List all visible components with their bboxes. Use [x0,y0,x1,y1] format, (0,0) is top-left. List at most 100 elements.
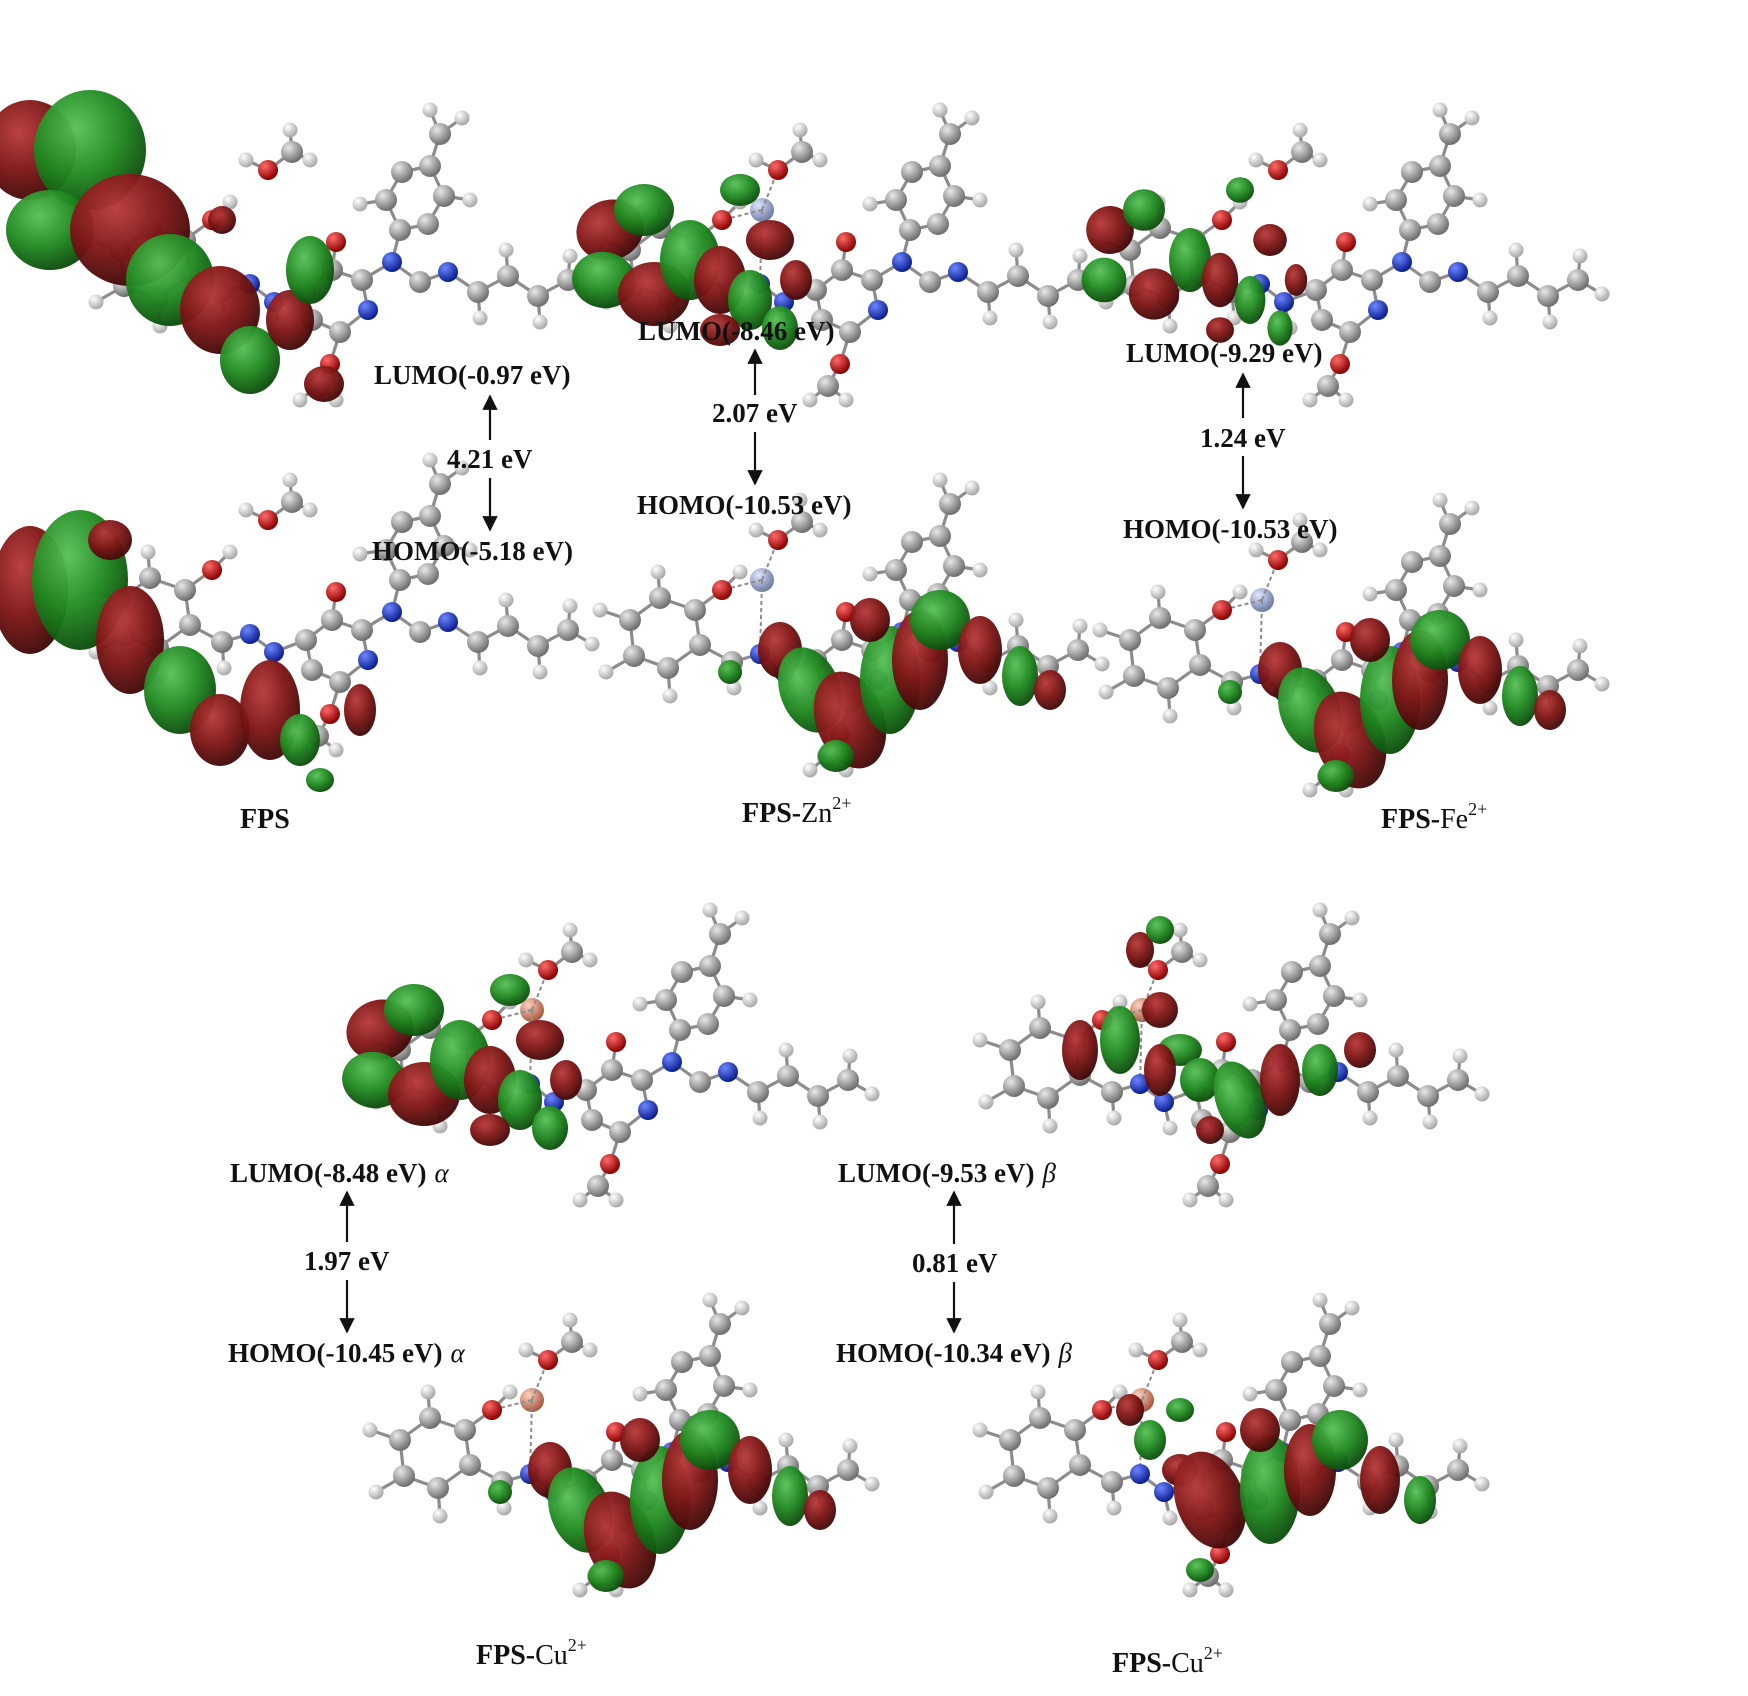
nitrogen-atom [382,602,402,622]
hydrogen-atom [1092,622,1108,638]
oxygen-atom [538,1350,558,1370]
orbital-lobe-negative [1086,206,1134,254]
hydrogen-atom [734,910,750,926]
orbital-lobe-negative [304,366,344,402]
lumo-label-fps-cu-alpha: LUMO(-8.48 eV)α [230,1158,449,1188]
orbital-lobe-negative [516,1020,564,1060]
carbon-atom [1171,1331,1193,1353]
gap-label-fps: 4.21 eV [447,444,533,474]
orbital-lobe-negative [780,260,812,300]
hydrogen-atom [1452,1048,1468,1064]
hydrogen-atom [1344,910,1360,926]
orbital-lobe-negative [1201,252,1239,308]
carbon-atom [454,1419,476,1441]
orbital-lobe-positive [1404,1476,1436,1524]
molecule-fps-cu-alpha-homo [362,1292,880,1598]
hydrogen-atom [1542,314,1558,330]
carbon-atom [1401,551,1423,573]
hydrogen-atom [532,314,548,330]
carbon-atom [901,531,923,553]
hydrogen-atom [562,1312,578,1328]
carbon-atom [943,555,965,577]
carbon-atom [1507,265,1529,287]
carbon-atom [791,141,813,163]
orbital-lobe-negative [1034,670,1066,710]
oxygen-atom [768,160,788,180]
orbital-lobe-positive [718,660,742,684]
oxygen-atom [538,960,558,980]
hydrogen-atom [632,1386,648,1402]
hydrogen-atom [1572,248,1588,264]
hydrogen-atom [1464,110,1480,126]
orbital-lobe-negative [746,220,794,260]
hydrogen-atom [216,660,232,676]
hydrogen-atom [1474,1086,1490,1102]
carbon-atom [777,1065,799,1087]
hydrogen-atom [1172,1312,1188,1328]
carbon-atom [929,155,951,177]
carbon-atom [1003,1465,1025,1487]
carbon-atom [329,321,351,343]
molecule-fps-zn-lumo [572,102,1110,408]
hydrogen-atom [1218,1192,1234,1208]
hydrogen-atom [982,310,998,326]
carbon-atom [671,1351,693,1373]
orbital-lobe-negative [1253,224,1287,256]
hydrogen-atom [1042,1508,1058,1524]
hydrogen-atom [462,192,478,208]
hydrogen-atom [1302,392,1318,408]
carbon-atom [1319,923,1341,945]
carbon-atom [999,1429,1021,1451]
hydrogen-atom [454,110,470,126]
molecule-name-fps-zn: FPS-Zn2+ [742,793,852,829]
hydrogen-atom [496,1500,512,1516]
homo-label-fps-zn: HOMO(-10.53 eV) [637,490,852,520]
carbon-atom [609,1121,631,1143]
orbital-lobe-negative [1534,690,1566,730]
hydrogen-atom [368,1484,384,1500]
nitrogen-atom [438,612,458,632]
hydrogen-atom [1464,500,1480,516]
hydrogen-atom [1106,1110,1122,1126]
hydrogen-atom [932,102,948,118]
hydrogen-atom [1242,996,1258,1012]
hydrogen-atom [812,1114,828,1130]
hydrogen-atom [362,1422,378,1438]
lumo-label-fps-fe: LUMO(-9.29 eV) [1126,338,1323,368]
hydrogen-atom [422,102,438,118]
carbon-atom [831,259,853,281]
hydrogen-atom [352,546,368,562]
hydrogen-atom [972,192,988,208]
orbital-lobe-positive [1312,1410,1368,1470]
orbital-lobe-positive [498,1070,542,1130]
carbon-atom [1123,665,1145,687]
carbon-atom [557,619,579,641]
oxygen-atom [836,232,856,252]
carbon-atom [1339,321,1361,343]
hydrogen-atom [1312,542,1328,558]
hydrogen-atom [742,1382,758,1398]
carbon-atom [427,1477,449,1499]
hydrogen-atom [328,742,344,758]
hydrogen-atom [472,660,488,676]
hydrogen-atom [572,1192,588,1208]
orbital-lobe-negative [1173,1451,1247,1549]
orbital-lobe-positive [1146,916,1174,944]
orbital-lobe-positive [1169,228,1211,292]
carbon-atom [1439,513,1461,535]
orbital-lobe-positive [286,236,334,304]
hydrogen-atom [964,110,980,126]
carbon-atom [1317,375,1339,397]
orbital-lobe-negative [1116,1394,1144,1426]
oxygen-atom [1212,210,1232,230]
carbon-atom [807,1085,829,1107]
carbon-atom [1447,1459,1469,1481]
carbon-atom [389,219,411,241]
hydrogen-atom [1182,1192,1198,1208]
carbon-atom [1385,189,1407,211]
hydrogen-atom [302,152,318,168]
carbon-atom [561,941,583,963]
lumo-label-fps: LUMO(-0.97 eV) [374,360,571,390]
orbital-lobe-positive [532,1106,568,1150]
hydrogen-atom [972,562,988,578]
